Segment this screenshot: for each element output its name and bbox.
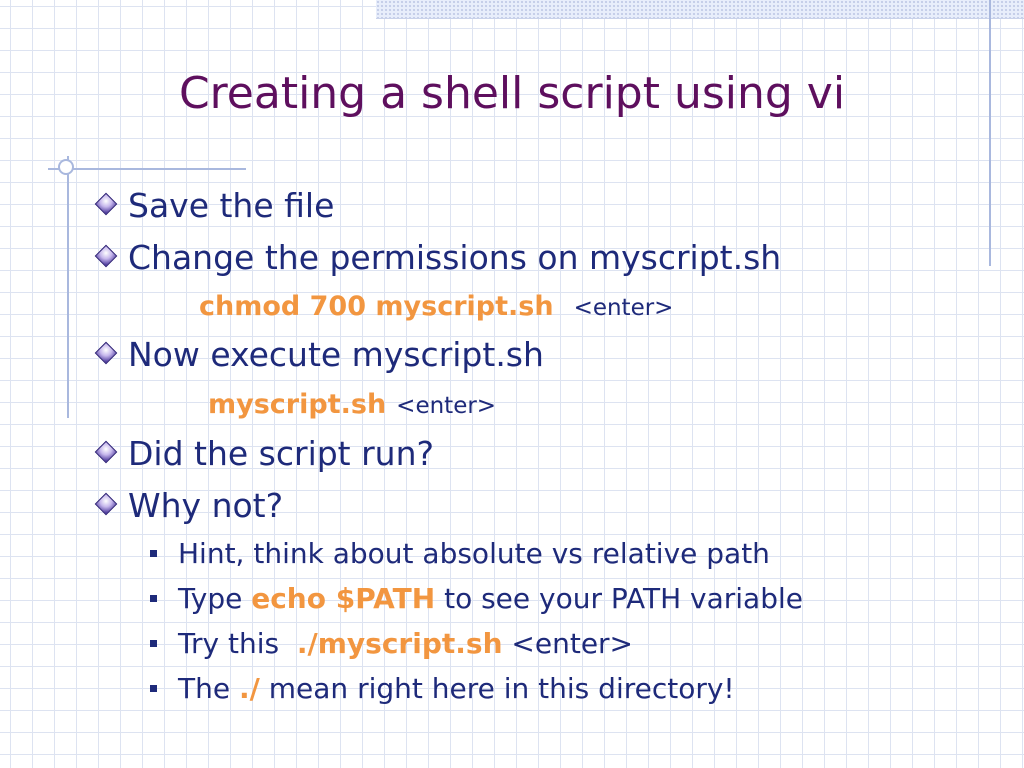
top-decorative-band bbox=[376, 0, 1024, 19]
right-decorative-line bbox=[989, 0, 991, 266]
slide-title: Creating a shell script using vi bbox=[178, 68, 846, 119]
bullet-text: Did the script run? bbox=[128, 434, 435, 473]
command-text: myscript.sh bbox=[208, 389, 387, 420]
sub-bullet-try-this: Try this ./myscript.sh <enter> bbox=[150, 627, 633, 661]
sub-bullet-text: Hint, think about absolute vs relative p… bbox=[178, 537, 770, 570]
left-decorative-line bbox=[67, 156, 69, 418]
bullet-text: Change the permissions on myscript.sh bbox=[128, 238, 782, 277]
sub-bullet-post: to see your PATH variable bbox=[435, 582, 803, 615]
square-icon bbox=[150, 685, 157, 692]
square-icon bbox=[150, 550, 157, 557]
command-text: chmod 700 myscript.sh bbox=[199, 291, 554, 322]
sub-bullet-post: mean right here in this directory! bbox=[259, 672, 735, 705]
bullet-text: Why not? bbox=[128, 486, 284, 525]
sub-bullet-pre: Try this bbox=[178, 627, 297, 660]
sub-bullet-dot-slash: The ./ mean right here in this directory… bbox=[150, 672, 735, 706]
bullet-why-not: Why not? bbox=[94, 486, 284, 526]
title-underline-rule bbox=[48, 168, 246, 170]
bullet-text: Save the file bbox=[128, 186, 335, 225]
command-text: ./myscript.sh bbox=[296, 627, 503, 660]
command-myscript: myscript.sh <enter> bbox=[208, 388, 496, 423]
bullet-change-permissions: Change the permissions on myscript.sh bbox=[94, 238, 782, 278]
bullet-text: Now execute myscript.sh bbox=[128, 335, 544, 374]
sub-bullet-pre: The bbox=[178, 672, 239, 705]
diamond-icon bbox=[94, 244, 118, 268]
command-text: ./ bbox=[238, 672, 260, 705]
command-chmod: chmod 700 myscript.sh <enter> bbox=[199, 290, 673, 325]
diamond-icon bbox=[94, 492, 118, 516]
sub-bullet-post: <enter> bbox=[502, 627, 634, 660]
enter-key-hint: <enter> bbox=[396, 393, 497, 419]
square-icon bbox=[150, 595, 157, 602]
diamond-icon bbox=[94, 341, 118, 365]
crosshair-circle-icon bbox=[58, 159, 74, 175]
bullet-execute-script: Now execute myscript.sh bbox=[94, 335, 544, 375]
enter-key-hint: <enter> bbox=[573, 295, 674, 321]
square-icon bbox=[150, 640, 157, 647]
sub-bullet-pre: Type bbox=[178, 582, 252, 615]
command-text: echo $PATH bbox=[251, 582, 436, 615]
sub-bullet-echo-path: Type echo $PATH to see your PATH variabl… bbox=[150, 582, 803, 616]
bullet-did-script-run: Did the script run? bbox=[94, 434, 435, 474]
sub-bullet-hint: Hint, think about absolute vs relative p… bbox=[150, 537, 770, 571]
diamond-icon bbox=[94, 440, 118, 464]
diamond-icon bbox=[94, 192, 118, 216]
bullet-save-file: Save the file bbox=[94, 186, 335, 226]
